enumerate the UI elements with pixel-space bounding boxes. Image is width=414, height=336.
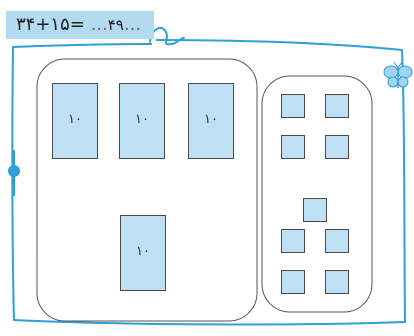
unit-square xyxy=(325,135,349,159)
ten-block-label: ۱۰ xyxy=(204,112,218,127)
unit-square xyxy=(325,270,349,294)
butterfly-icon xyxy=(383,61,413,88)
equation-dots-before: ... xyxy=(90,14,108,35)
ten-block: ۱۰ xyxy=(52,83,98,159)
tens-group-container xyxy=(36,58,258,322)
ten-block: ۱۰ xyxy=(188,83,234,159)
hand-drawn-frame xyxy=(11,39,406,326)
unit-square xyxy=(303,198,327,222)
equation-dots-after: ... xyxy=(123,14,142,35)
pin-icon xyxy=(8,150,20,196)
unit-square xyxy=(281,135,305,159)
ten-block-label: ۱۰ xyxy=(135,112,149,127)
ten-block-label: ۱۰ xyxy=(68,112,82,127)
ten-block: ۱۰ xyxy=(119,83,165,159)
ten-block-label: ۱۰ xyxy=(136,244,150,259)
ten-block: ۱۰ xyxy=(120,215,166,291)
equation: ۳۴+۱۵= ...۴۹... xyxy=(16,14,141,35)
ones-group-container xyxy=(261,75,373,313)
unit-square xyxy=(325,94,349,118)
equation-label-bar: ۳۴+۱۵= ...۴۹... xyxy=(6,11,154,39)
unit-square xyxy=(281,94,305,118)
equation-expression: ۳۴+۱۵= xyxy=(16,14,85,35)
unit-square xyxy=(281,270,305,294)
unit-square xyxy=(281,229,305,253)
unit-square xyxy=(325,229,349,253)
frame-squiggle xyxy=(149,26,185,46)
equation-answer: ۴۹ xyxy=(107,16,124,34)
